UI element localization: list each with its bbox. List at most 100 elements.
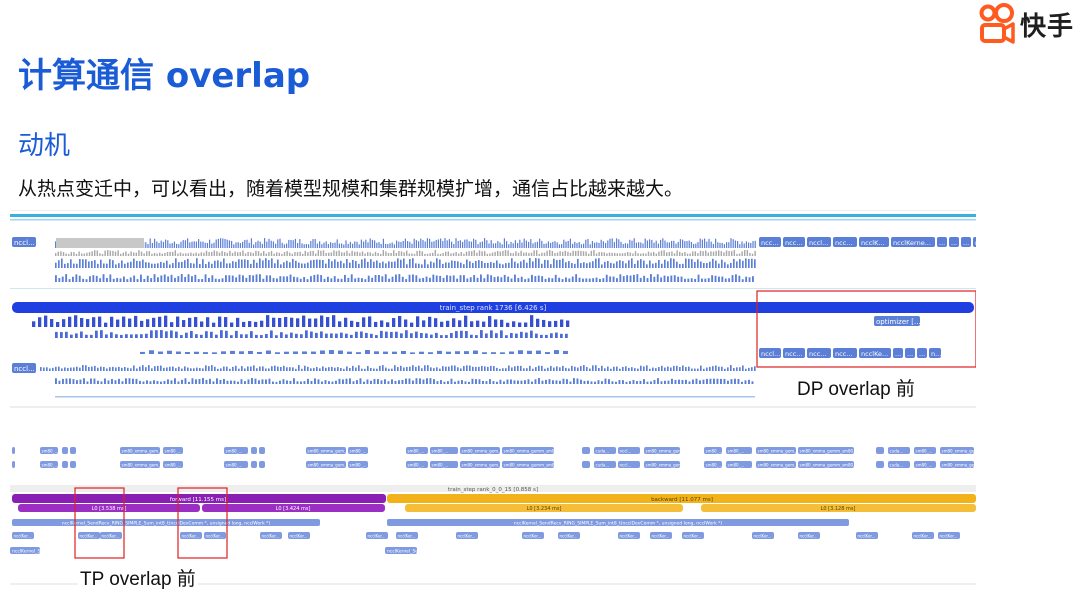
dp-kernel-tick	[745, 276, 748, 282]
dp-kernel-tick	[135, 334, 138, 338]
dp-kernel-tick	[330, 242, 332, 248]
dp-kernel-tick	[519, 239, 521, 248]
dp-kernel-tick	[293, 276, 295, 282]
dp-kernel-tick	[564, 250, 567, 256]
tp-l0-label-4: L0 [3.128 ms]	[821, 506, 856, 512]
tp-kernel	[163, 461, 183, 468]
dp-kernel-tick	[133, 258, 135, 268]
dp-kernel-tick	[170, 380, 173, 384]
dp-kernel-tick	[351, 250, 353, 256]
dp-kernel-tick	[532, 368, 534, 371]
dp-kernel-tick	[170, 274, 173, 282]
tp-kernel-row-1: sm80_...sm80_xmma_gem...sm80_...sm80_...…	[12, 447, 976, 454]
dp-kernel-tick	[361, 278, 363, 282]
tp-kernel-row-2: sm80_...sm80_xmma_gem...sm80_...sm80_...…	[12, 461, 976, 468]
dp-kernel-tick	[437, 253, 439, 256]
dp-kernel-tick	[370, 367, 372, 371]
dp-kernel-tick	[157, 365, 159, 371]
dp-kernel-tick	[631, 240, 633, 248]
dp-kernel-tick	[527, 379, 530, 384]
dp-kernel-tick	[346, 366, 348, 371]
dp-kernel-tick	[562, 378, 565, 384]
dp-kernel-tick	[496, 381, 498, 384]
dp-kernel-tick	[160, 240, 162, 248]
dp-kernel-tick	[439, 259, 441, 268]
dp-kernel-tick	[76, 263, 78, 268]
dp-kernel-tick	[430, 334, 433, 338]
dp-kernel-tick	[649, 368, 651, 371]
dp-kernel-tick	[262, 278, 265, 282]
dp-kernel-tick	[746, 250, 749, 256]
dp-kernel-tick	[699, 250, 702, 256]
dp-kernel-tick	[609, 238, 611, 248]
dp-kernel-tick	[514, 366, 516, 371]
dp-kernel-tick	[363, 381, 365, 384]
dp-nccl-kernel-label: ncc...	[761, 239, 778, 247]
dp-kernel-tick	[443, 381, 446, 384]
dp-kernel-tick	[655, 262, 657, 268]
dp-kernel-tick	[702, 251, 704, 256]
dp-kernel-span	[55, 396, 755, 398]
dp-kernel-tick	[514, 274, 516, 282]
dp-kernel-tick	[70, 334, 73, 338]
tp-kernel	[251, 461, 257, 468]
dp-trace-timeline: nccl... ncc...ncc...nccl...ncc...ncclK..…	[10, 210, 976, 408]
dp-kernel-tick	[180, 335, 183, 338]
dp-kernel-tick	[422, 277, 425, 282]
dp-kernel-tick	[43, 367, 45, 371]
tp-nccl-kernel	[204, 532, 226, 539]
dp-kernel-tick	[697, 368, 699, 371]
dp-kernel-tick	[449, 275, 452, 282]
dp-kernel-tick	[517, 277, 520, 282]
dp-kernel-tick	[534, 276, 537, 282]
dp-kernel-tick	[567, 240, 569, 248]
dp-kernel-tick	[576, 378, 579, 384]
dp-kernel-tick	[322, 250, 325, 256]
dp-kernel-tick	[490, 330, 493, 338]
dp-kernel-tick	[136, 279, 139, 282]
dp-kernel-tick	[334, 259, 336, 268]
dp-kernel-tick	[252, 275, 255, 282]
dp-kernel-tick	[157, 277, 159, 282]
tp-kernel-label: sm80_xmma_gem...	[122, 449, 162, 454]
dp-kernel-tick	[748, 277, 751, 282]
dp-kernel-tick	[187, 367, 189, 371]
dp-kernel-tick	[465, 251, 468, 256]
dp-kernel-tick	[338, 321, 342, 327]
dp-kernel-tick	[634, 368, 636, 371]
dp-kernel-tick	[682, 239, 684, 248]
dp-kernel-tick	[85, 365, 87, 371]
tp-nccl-bottom-1	[10, 547, 40, 554]
dp-kernel-tick	[396, 240, 398, 248]
tp-nccl-kernel-label: ncclKer...	[754, 534, 772, 539]
dp-kernel-tick	[62, 319, 66, 327]
dp-kernel-tick	[169, 251, 171, 256]
dp-kernel-tick	[350, 274, 353, 282]
dp-kernel-tick	[452, 275, 455, 282]
dp-nccl-kernel	[893, 348, 903, 358]
dp-kernel-tick	[88, 366, 90, 371]
dp-kernel-tick	[742, 260, 744, 268]
dp-kernel-tick	[341, 252, 343, 256]
dp-kernel-tick	[601, 252, 603, 256]
dp-kernel-tick	[80, 331, 83, 338]
dp-kernel-tick	[511, 258, 513, 268]
dp-kernel-tick	[217, 238, 220, 248]
dp-kernel-tick	[601, 264, 603, 268]
dp-kernel-tick	[731, 275, 734, 282]
dp-kernel-tick	[380, 320, 384, 327]
dp-kernel-tick	[650, 381, 652, 384]
dp-kernel-tick	[130, 251, 132, 256]
dp-kernel-tick	[715, 250, 717, 256]
dp-kernel-tick	[671, 251, 673, 256]
dp-kernel-tick	[289, 252, 291, 256]
dp-kernel-tick	[286, 380, 288, 384]
dp-kernel-tick	[272, 241, 275, 248]
dp-kernel-tick	[667, 366, 669, 371]
dp-kernel-tick	[538, 365, 540, 371]
dp-kernel-tick	[433, 379, 435, 384]
dp-kernel-tick	[505, 263, 507, 268]
dp-kernel-tick	[358, 244, 360, 248]
dp-kernel-tick	[125, 251, 127, 256]
dp-kernel-tick	[574, 241, 576, 248]
